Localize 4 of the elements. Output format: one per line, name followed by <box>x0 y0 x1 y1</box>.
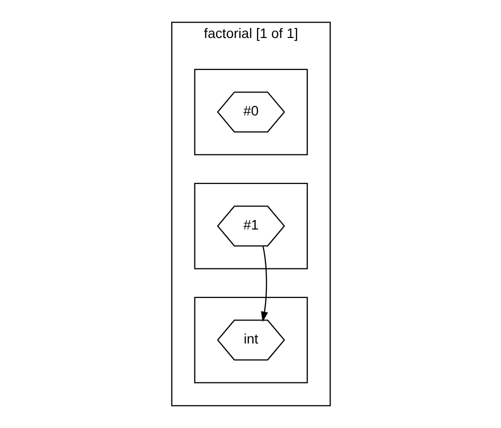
cluster <box>194 182 308 270</box>
arrow <box>260 246 268 322</box>
cluster <box>194 296 308 384</box>
cluster <box>194 68 308 156</box>
